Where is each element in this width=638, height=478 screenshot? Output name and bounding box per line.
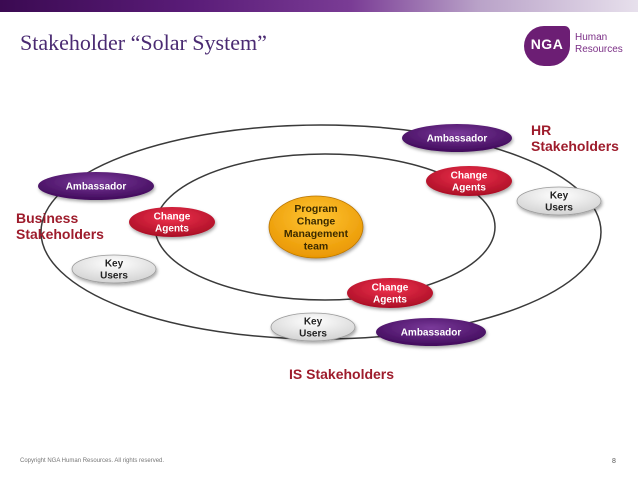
node-keyusers-is-label-2: Users — [299, 329, 327, 340]
node-keyusers-business-label-1: Key — [105, 259, 124, 270]
page-title: Stakeholder “Solar System” — [20, 30, 267, 55]
node-keyusers-hr-label-1: Key — [550, 191, 569, 202]
node-change-business-shape — [129, 207, 215, 237]
node-keyusers-business-label-2: Users — [100, 271, 128, 282]
node-change-hr-shape — [426, 166, 512, 196]
node-change-is-label-1: Change — [372, 283, 409, 294]
node-ambassador-hr-shape — [402, 124, 512, 152]
hr-stakeholders-line2: Stakeholders — [531, 138, 619, 154]
nga-logo-line1: Human — [575, 32, 608, 43]
node-keyusers-business-shape — [71, 254, 157, 284]
node-change-business-label-1: Change — [154, 212, 191, 223]
hr-stakeholders-label: HR Stakeholders — [531, 122, 619, 154]
top-banner — [0, 0, 638, 12]
center-program-change-management-team-label-2: Change — [297, 215, 336, 227]
hr-stakeholders-line1: HR — [531, 122, 552, 138]
nga-logo-line2: Resources — [575, 44, 623, 55]
nga-logo: NGA Human Resources — [524, 24, 624, 68]
center-program-change-management-team-label-4: team — [304, 241, 329, 253]
business-stakeholders-label: Business Stakeholders — [16, 210, 104, 242]
node-change-hr-label-1: Change — [451, 171, 488, 182]
node-change-hr-label-2: Agents — [452, 183, 486, 194]
center-program-change-management-team-label-1: Program — [294, 203, 337, 215]
center-program-change-management-team-label-3: Management — [284, 228, 349, 240]
node-ambassador-is-shape — [376, 318, 486, 346]
is-stakeholders-label: IS Stakeholders — [289, 366, 394, 382]
node-ambassador-is: Ambassador — [376, 318, 486, 346]
node-keyusers-is-shape — [270, 312, 356, 342]
nga-logo-mark: NGA — [524, 26, 570, 66]
nga-logo-mark-text: NGA — [530, 36, 564, 52]
is-stakeholders-line1: IS Stakeholders — [289, 366, 395, 382]
footer-copyright: Copyright NGA Human Resources. All right… — [20, 458, 165, 464]
node-change-is-shape — [347, 278, 433, 308]
node-ambassador-business-label-1: Ambassador — [66, 182, 127, 193]
node-ambassador-hr-label-1: Ambassador — [427, 134, 488, 145]
business-stakeholders-line2: Stakeholders — [16, 226, 104, 242]
business-stakeholders-line1: Business — [16, 210, 79, 226]
node-ambassador-business: Ambassador — [38, 172, 154, 200]
node-ambassador-is-label-1: Ambassador — [401, 328, 462, 339]
node-change-is-label-2: Agents — [373, 295, 407, 306]
node-change-business-label-2: Agents — [155, 224, 189, 235]
center-program-change-management-team-shape — [268, 195, 364, 259]
node-keyusers-is-label-1: Key — [304, 317, 323, 328]
nga-logo-text: Human Resources — [575, 32, 623, 56]
node-ambassador-hr: Ambassador — [402, 124, 512, 152]
node-keyusers-hr-label-2: Users — [545, 203, 573, 214]
node-keyusers-hr-shape — [516, 186, 602, 216]
page-number: 8 — [612, 458, 616, 465]
node-ambassador-business-shape — [38, 172, 154, 200]
